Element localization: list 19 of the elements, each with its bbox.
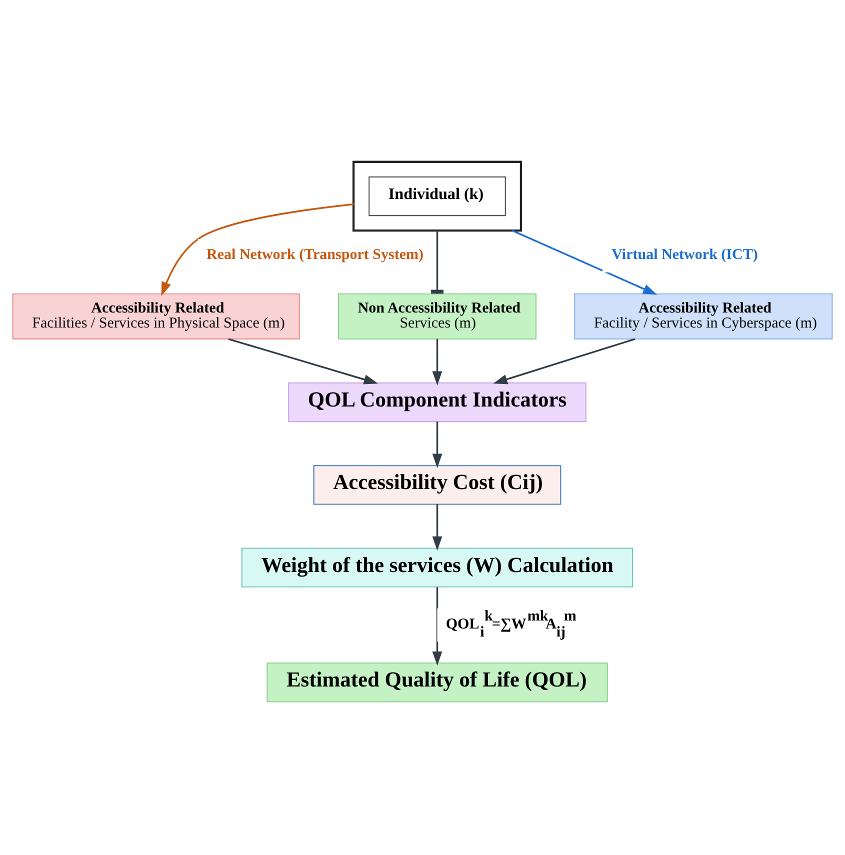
arrow bbox=[512, 230, 658, 295]
arrow bbox=[432, 339, 442, 386]
node-box: Accessibility Related Facilities / Services in Physical Space (m) bbox=[12, 293, 300, 340]
arrow bbox=[432, 587, 442, 666]
node-box: Weight of the services (W) Calculation bbox=[241, 548, 634, 588]
node-box: QOL Component Indicators bbox=[288, 382, 586, 422]
node-box: Individual (k) bbox=[368, 176, 506, 216]
node-box: Accessibility Cost (Cij) bbox=[313, 465, 562, 505]
edge-label: Real Network (Transport System) bbox=[206, 247, 424, 264]
cluster bbox=[352, 160, 522, 232]
edge-label: Virtual Network (ICT) bbox=[612, 247, 758, 264]
arrow bbox=[432, 422, 442, 468]
arrow bbox=[493, 338, 636, 384]
arrow bbox=[432, 504, 442, 551]
arrow bbox=[228, 338, 378, 384]
arrow bbox=[161, 203, 354, 296]
node-box: Estimated Quality of Life (QOL) bbox=[266, 662, 608, 702]
node-box: Non Accessibility Related Services (m) bbox=[338, 293, 537, 340]
node-box: Accessibility Related Facility / Services in Cyberspace (m) bbox=[574, 293, 833, 340]
